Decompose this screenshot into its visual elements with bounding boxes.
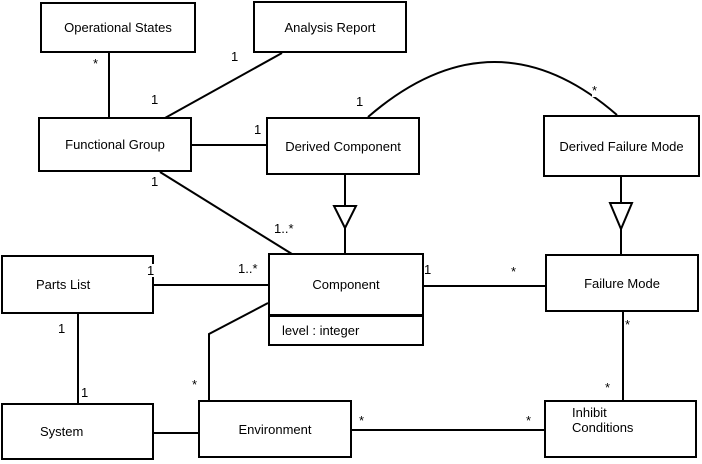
multiplicity-label: 1: [356, 94, 364, 109]
class-name: Inhibit Conditions: [572, 405, 634, 435]
class-component: Component level : integer: [268, 253, 424, 346]
multiplicity-label: 1: [147, 263, 155, 278]
multiplicity-label: *: [511, 264, 517, 279]
generalization-arrow-icon: [332, 205, 358, 231]
connector-functional-group-analysis-report: [164, 52, 283, 119]
connector-functional-group-component: [159, 171, 293, 255]
class-inhibit-conditions: Inhibit Conditions: [544, 400, 697, 458]
multiplicity-label: *: [605, 380, 611, 395]
multiplicity-label: 1: [151, 92, 159, 107]
class-name: Derived Failure Mode: [559, 138, 684, 154]
class-derived-component: Derived Component: [266, 117, 420, 175]
multiplicity-label: *: [359, 413, 365, 428]
class-failure-mode: Failure Mode: [545, 254, 699, 312]
multiplicity-label: 1: [58, 321, 66, 336]
class-name: System: [40, 424, 84, 439]
multiplicity-label: 1: [81, 385, 89, 400]
class-functional-group: Functional Group: [38, 117, 192, 172]
class-name: Analysis Report: [284, 19, 376, 35]
class-name-compartment: Component: [270, 255, 422, 317]
multiplicity-label: *: [526, 413, 532, 428]
class-operational-states: Operational States: [40, 2, 196, 53]
connector-component-environment: [208, 302, 269, 400]
class-name: Derived Component: [285, 138, 401, 154]
multiplicity-label: *: [192, 377, 198, 392]
class-name: Operational States: [64, 20, 172, 35]
class-attribute-compartment: level : integer: [270, 317, 422, 344]
multiplicity-label: 1..*: [238, 261, 258, 276]
multiplicity-label: *: [93, 56, 99, 71]
class-name: Functional Group: [65, 137, 165, 152]
class-derived-failure-mode: Derived Failure Mode: [543, 115, 700, 177]
class-attribute: level : integer: [282, 323, 360, 338]
multiplicity-label: 1: [424, 262, 432, 277]
multiplicity-label: 1: [254, 122, 262, 137]
class-name: Parts List: [36, 277, 91, 292]
multiplicity-label: 1..*: [274, 221, 294, 236]
class-environment: Environment: [198, 400, 352, 458]
class-system: System: [1, 403, 154, 460]
multiplicity-label: 1: [231, 49, 239, 64]
multiplicity-label: *: [625, 317, 631, 332]
connector-derived-component-derived-failure-mode-arc: [367, 61, 618, 118]
class-analysis-report: Analysis Report: [253, 1, 407, 53]
class-name: Environment: [238, 421, 312, 437]
class-name: Component: [312, 277, 380, 292]
multiplicity-label: *: [592, 83, 598, 98]
class-name: Failure Mode: [584, 275, 660, 291]
class-parts-list: Parts List: [1, 255, 154, 314]
generalization-arrow-icon: [608, 202, 634, 232]
multiplicity-label: 1: [151, 174, 159, 189]
